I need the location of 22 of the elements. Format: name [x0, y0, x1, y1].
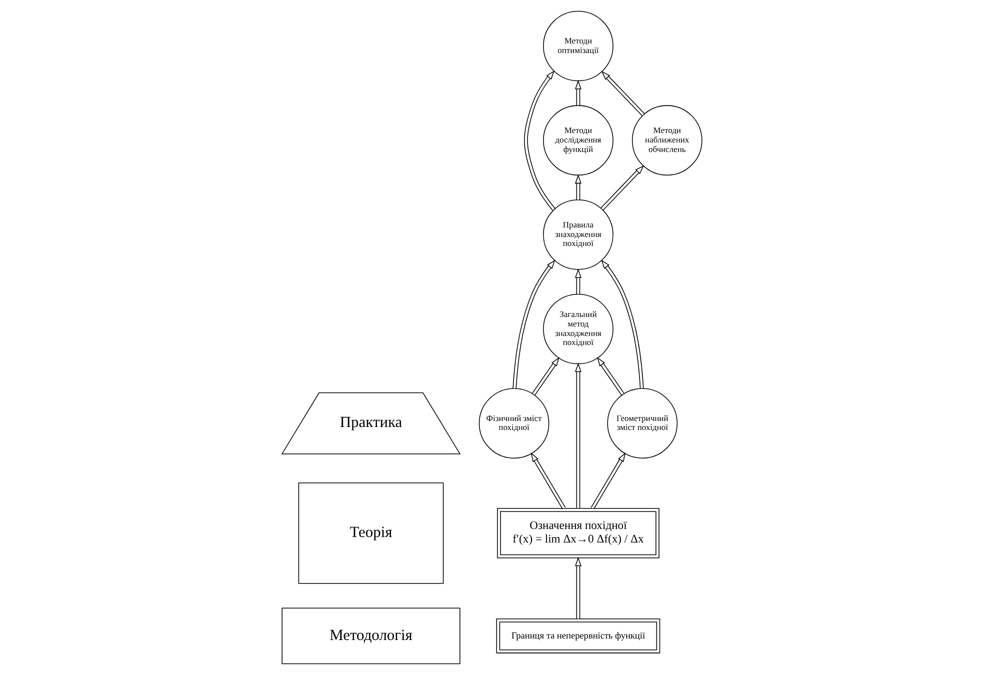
arrow [530, 452, 566, 510]
arrow [574, 174, 581, 200]
arrow [600, 165, 644, 210]
node-box: Границя та неперервність функції [496, 618, 660, 654]
arrow [574, 268, 581, 295]
node-circle: Геометричний зміст похідної [606, 388, 678, 458]
arrow [596, 356, 624, 396]
arrow [512, 260, 555, 389]
node-box: Теорія [298, 482, 444, 584]
arrow [574, 362, 581, 509]
node-circle: Методи дослідження функцій [542, 105, 613, 176]
node-circle: Загальний метод знаходження похідної [542, 294, 613, 364]
arrow [600, 70, 644, 116]
node-circle: Фізичний зміст похідної [478, 388, 549, 458]
arrow [574, 80, 581, 106]
arrow [600, 260, 644, 389]
node-box: Методологія [281, 608, 460, 664]
node-box: Означення похідної f′(x) = lim Δx→0 Δf(x) / Δx [496, 508, 659, 558]
arrow [590, 452, 626, 510]
arrow [531, 356, 559, 396]
arrow [574, 556, 581, 620]
arrow [524, 70, 555, 211]
